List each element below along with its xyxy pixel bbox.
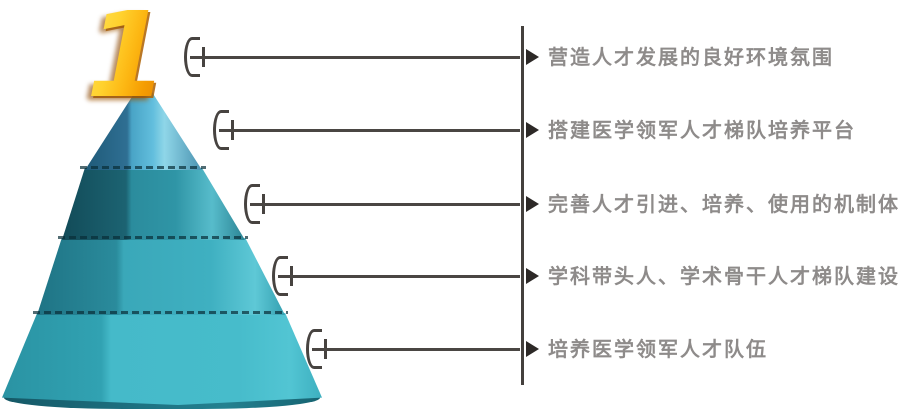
cone-rim-line-1 xyxy=(80,166,206,169)
cone-segment-5 xyxy=(2,313,322,405)
item-label-2: 搭建医学领军人才梯队培养平台 xyxy=(548,118,856,142)
connector-line xyxy=(190,56,520,59)
item-label-5: 培养医学领军人才队伍 xyxy=(548,337,768,361)
bracket-hook-icon xyxy=(306,329,322,369)
item-label-3: 完善人才引进、培养、使用的机制体制 xyxy=(548,192,900,216)
bracket-hook-icon xyxy=(184,37,200,77)
cone-segment-3 xyxy=(62,168,245,240)
connector-line xyxy=(219,129,520,132)
arrow-right-icon xyxy=(526,122,539,138)
bracket-hook-icon xyxy=(213,110,229,150)
connector-line xyxy=(278,275,520,278)
cone-rim-line-2 xyxy=(58,236,248,239)
arrow-right-icon xyxy=(526,196,539,212)
bracket-hook-icon xyxy=(244,184,260,224)
bracket-hook-icon xyxy=(272,256,288,296)
arrow-right-icon xyxy=(526,268,539,284)
cone-rim-line-3 xyxy=(33,311,288,314)
connector-line xyxy=(312,348,520,351)
connector-line xyxy=(250,203,520,206)
cone-segment-4 xyxy=(37,238,285,315)
rank-number-1: 1 xyxy=(86,0,168,114)
item-label-1: 营造人才发展的良好环境氛围 xyxy=(548,45,834,69)
spine-line xyxy=(521,26,524,385)
item-label-4: 学科带头人、学术骨干人才梯队建设 xyxy=(548,264,900,288)
arrow-right-icon xyxy=(526,341,539,357)
arrow-right-icon xyxy=(526,49,539,65)
